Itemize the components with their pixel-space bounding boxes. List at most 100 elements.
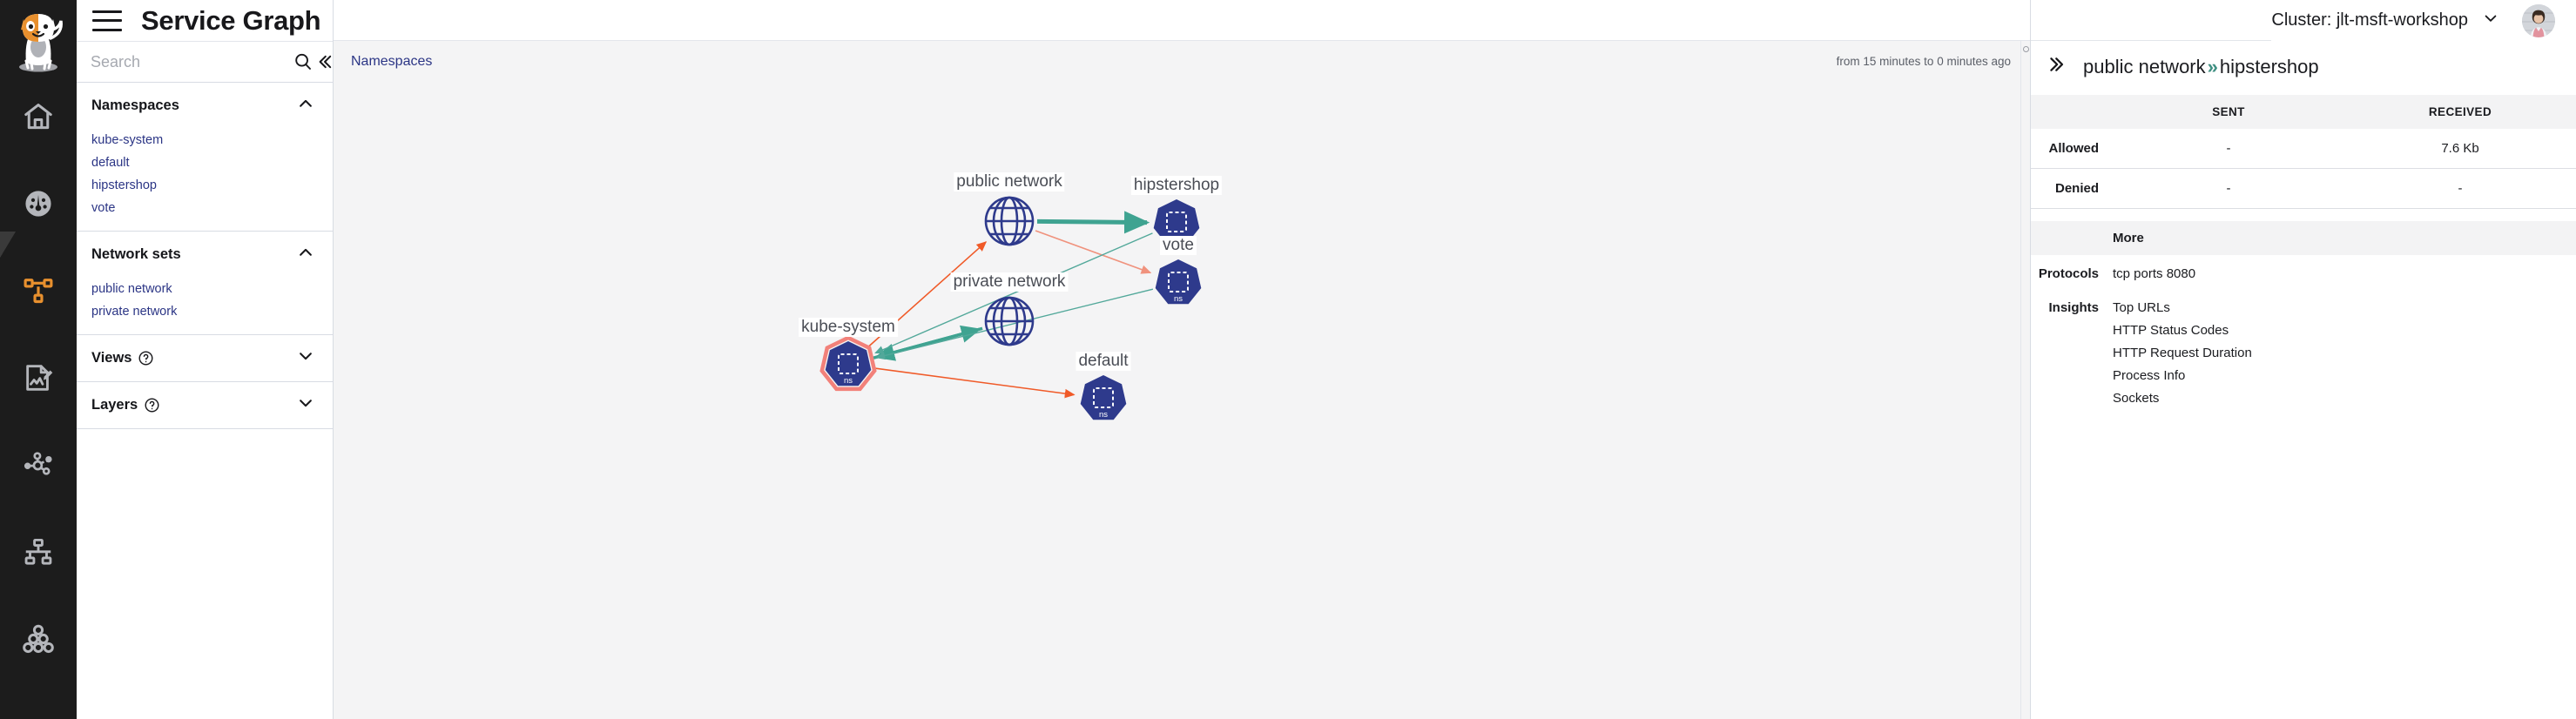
breadcrumb[interactable]: Namespaces <box>351 53 433 69</box>
section-header-layers[interactable]: Layers <box>77 382 333 428</box>
graph-node-label[interactable]: private network <box>950 272 1069 292</box>
chevron-double-left-icon[interactable] <box>314 42 334 82</box>
search-input[interactable] <box>77 42 293 82</box>
graph-node-label[interactable]: public network <box>954 172 1065 192</box>
graph-node-kube-system[interactable]: ns <box>819 335 877 392</box>
more-section-header[interactable]: More <box>2031 221 2576 255</box>
section-title: Network sets <box>91 246 181 263</box>
canvas-scrollbar[interactable] <box>2020 41 2030 719</box>
sidebar-item-clusters[interactable] <box>0 595 77 682</box>
node-badge: ns <box>1174 294 1183 304</box>
section-title: Views <box>91 350 154 366</box>
node-selected-outline <box>819 335 877 392</box>
graph-edge[interactable] <box>1036 211 1150 234</box>
namespace-hexagon-icon <box>825 341 872 386</box>
protocols-label: Protocols <box>2038 266 2099 281</box>
insight-item[interactable]: Top URLs <box>2113 300 2170 315</box>
graph-edge[interactable] <box>875 288 1154 360</box>
chevron-up-icon[interactable] <box>296 94 315 118</box>
search-icon[interactable] <box>293 42 314 82</box>
graph-node-label[interactable]: hipstershop <box>1130 176 1223 195</box>
gauge-icon <box>22 187 55 220</box>
protocols-value: tcp ports 8080 <box>2113 266 2196 281</box>
help-icon[interactable] <box>144 397 160 413</box>
sidebar-item-topology[interactable] <box>0 508 77 595</box>
detail-header: public network » hipstershop <box>2031 41 2576 95</box>
graph-node-public-network[interactable] <box>984 196 1035 246</box>
namespace-inner-square-icon <box>1166 212 1187 232</box>
cell-sent: - <box>2113 129 2344 169</box>
tigera-cat-logo[interactable] <box>7 7 70 73</box>
sidebar-list-item[interactable]: kube-system <box>91 133 164 147</box>
cell-received: 7.6 Kb <box>2344 129 2576 169</box>
sidebar-list-item[interactable]: public network <box>91 282 172 296</box>
table-header-row: SENT RECEIVED <box>2031 95 2576 129</box>
graph-node-default[interactable]: ns <box>1080 375 1127 420</box>
graph-node-label[interactable]: default <box>1076 352 1131 371</box>
sidebar-list-item[interactable]: hipstershop <box>91 178 157 192</box>
sidebar-item-logs[interactable] <box>0 334 77 421</box>
graph-edge[interactable] <box>873 325 981 360</box>
sidebar-section-views: Views <box>77 335 333 382</box>
canvas-toolbar: Namespaces from 15 minutes to 0 minutes … <box>334 41 2030 82</box>
sidebar-section-network-sets: Network sets public network private networ… <box>77 232 333 335</box>
sidebar-list-item[interactable]: default <box>91 156 130 170</box>
section-header-views[interactable]: Views <box>77 335 333 381</box>
sidebar-item-home[interactable] <box>0 73 77 160</box>
col-blank <box>2031 95 2113 129</box>
graph-node-vote[interactable]: ns <box>1155 259 1202 305</box>
section-header-network-sets[interactable]: Network sets <box>77 232 333 278</box>
search-bar <box>77 41 333 83</box>
graph-node-private-network[interactable] <box>984 296 1035 346</box>
protocols-row: Protocols tcp ports 8080 <box>2031 255 2576 289</box>
detail-separator: » <box>2207 56 2218 77</box>
service-graph[interactable]: nsnsnsns public networkhipstershopvotepr… <box>334 82 2030 719</box>
graph-edge[interactable] <box>873 367 1076 399</box>
insight-item[interactable]: HTTP Status Codes <box>2113 323 2229 338</box>
cluster-label: Cluster: jlt-msft-workshop <box>2271 10 2468 30</box>
insights-label: Insights <box>2048 300 2099 315</box>
cell-sent: - <box>2113 168 2344 209</box>
section-body: kube-system default hipstershop vote <box>77 129 333 231</box>
col-sent: SENT <box>2113 95 2344 129</box>
sidebar-item-dashboard[interactable] <box>0 160 77 247</box>
sidebar-item-service-graph[interactable] <box>0 232 77 334</box>
row-label: Allowed <box>2031 129 2113 169</box>
insight-item[interactable]: Sockets <box>2113 391 2160 406</box>
section-title: Layers <box>91 397 160 413</box>
sidebar-section-namespaces: Namespaces kube-system default hipstershop v… <box>77 83 333 232</box>
section-title-text: Layers <box>91 397 138 413</box>
network-nodes-icon <box>22 448 55 481</box>
table-row: Allowed-7.6 Kb <box>2031 129 2576 169</box>
time-range-label: from 15 minutes to 0 minutes ago <box>1836 55 2011 68</box>
graph-edge[interactable] <box>874 232 1153 354</box>
col-received: RECEIVED <box>2344 95 2576 129</box>
hamburger-icon[interactable] <box>92 10 122 31</box>
graph-node-label[interactable]: kube-system <box>799 318 898 337</box>
chevron-double-right-icon[interactable] <box>2047 53 2069 81</box>
avatar[interactable] <box>2522 3 2555 37</box>
graph-edge[interactable] <box>1035 230 1152 274</box>
help-icon[interactable] <box>138 350 154 366</box>
table-row: Denied-- <box>2031 168 2576 209</box>
document-edit-icon <box>22 361 55 394</box>
detail-source[interactable]: public network <box>2083 56 2206 77</box>
namespace-inner-square-icon <box>1093 387 1114 408</box>
sidebar-section-layers: Layers <box>77 382 333 429</box>
section-title-text: Namespaces <box>91 97 179 113</box>
section-header-namespaces[interactable]: Namespaces <box>77 83 333 129</box>
sidebar-item-network-sets[interactable] <box>0 421 77 508</box>
insight-item[interactable]: HTTP Request Duration <box>2113 346 2252 360</box>
chevron-up-icon[interactable] <box>296 243 315 266</box>
detail-target[interactable]: hipstershop <box>2219 56 2319 77</box>
chevron-down-icon[interactable] <box>296 346 315 370</box>
app-header: Service Graph <box>77 0 333 41</box>
graph-node-label[interactable]: vote <box>1160 236 1197 255</box>
sidebar-list-item[interactable]: private network <box>91 305 178 319</box>
chevron-down-icon[interactable] <box>296 393 315 417</box>
cluster-selector[interactable]: Cluster: jlt-msft-workshop <box>2271 10 2499 31</box>
sidebar-list-item[interactable]: vote <box>91 201 116 215</box>
insight-item[interactable]: Process Info <box>2113 368 2186 383</box>
